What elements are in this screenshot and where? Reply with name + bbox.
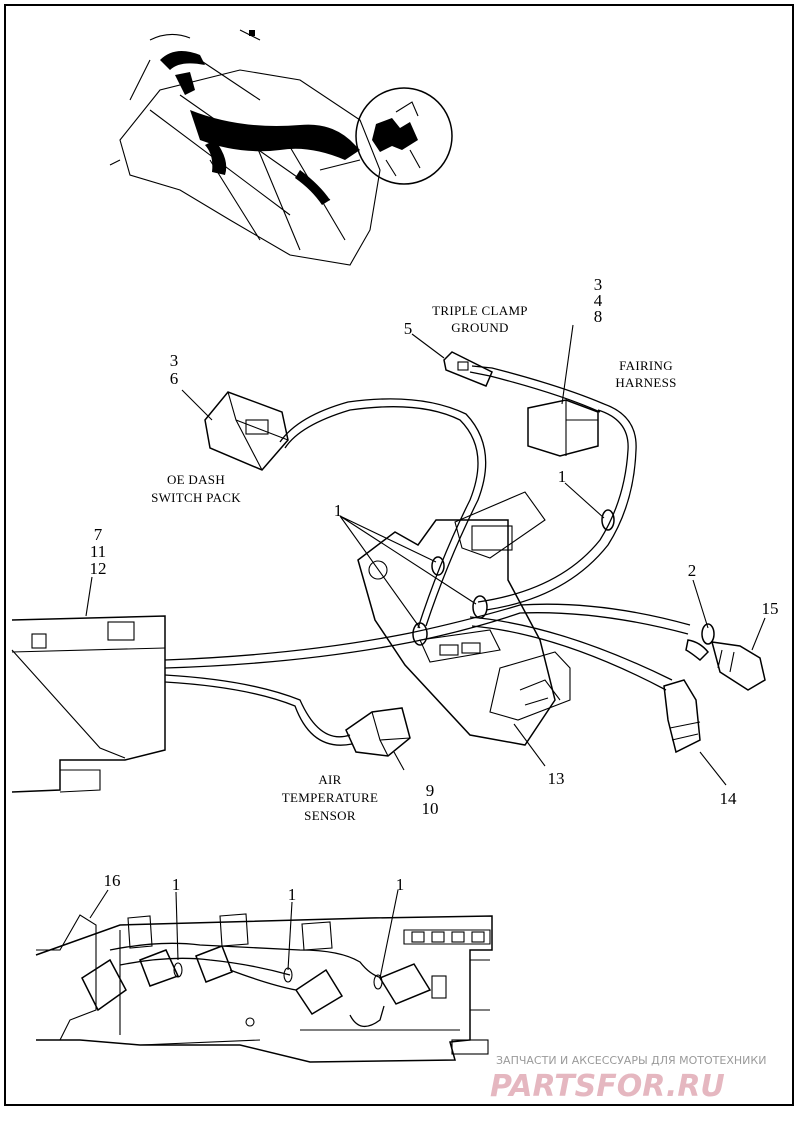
mounting-bracket bbox=[357, 491, 571, 746]
overview-frame-sketch bbox=[109, 29, 453, 266]
callout-2: 2 bbox=[688, 561, 697, 580]
text-labels: TRIPLE CLAMP GROUND FAIRING HARNESS OE D… bbox=[151, 303, 676, 823]
cable-ties bbox=[412, 509, 715, 646]
callout-1-upper: 1 bbox=[558, 467, 567, 486]
air-temp-label-line1: AIR bbox=[318, 772, 341, 787]
air-temp-label-line3: SENSOR bbox=[304, 808, 356, 823]
watermark-tagline: ЗАПЧАСТИ И АКСЕССУАРЫ ДЛЯ МОТОТЕХНИКИ bbox=[496, 1054, 766, 1067]
triple-clamp-label-line2: GROUND bbox=[451, 320, 508, 335]
callout-6: 6 bbox=[170, 369, 179, 388]
fairing-harness-label-line1: FAIRING bbox=[619, 358, 673, 373]
callout-1-middle: 1 bbox=[334, 501, 343, 520]
callout-9: 9 bbox=[426, 781, 435, 800]
callout-3: 3 bbox=[594, 275, 603, 294]
fairing-harness-label-line2: HARNESS bbox=[615, 375, 676, 390]
fairing-panel bbox=[11, 615, 166, 793]
connectors bbox=[204, 351, 766, 757]
callout-1-bottom-right: 1 bbox=[396, 875, 405, 894]
watermark: ЗАПЧАСТИ И АКСЕССУАРЫ ДЛЯ МОТОТЕХНИКИ PA… bbox=[490, 1054, 766, 1104]
bottom-detail-view bbox=[35, 913, 493, 1063]
watermark-logo-text: PARTSFOR.RU bbox=[490, 1069, 725, 1104]
leader-lines bbox=[85, 324, 766, 979]
oe-dash-label-line1: OE DASH bbox=[167, 472, 225, 487]
air-temp-label-line2: TEMPERATURE bbox=[282, 790, 378, 805]
callout-10: 10 bbox=[422, 799, 439, 818]
triple-clamp-label-line1: TRIPLE CLAMP bbox=[432, 303, 528, 318]
callout-4: 4 bbox=[594, 291, 603, 310]
callout-numbers: 3 4 8 5 3 6 1 1 7 11 12 2 15 13 14 9 10 … bbox=[90, 275, 779, 904]
callout-16: 16 bbox=[104, 871, 121, 890]
callout-5: 5 bbox=[404, 319, 413, 338]
callout-3-dash: 3 bbox=[170, 351, 179, 370]
harness-wires bbox=[164, 365, 691, 746]
callout-13: 13 bbox=[548, 769, 565, 788]
callout-8: 8 bbox=[594, 307, 603, 326]
callout-7: 7 bbox=[94, 525, 103, 544]
callout-12: 12 bbox=[90, 559, 107, 578]
oe-dash-label-line2: SWITCH PACK bbox=[151, 490, 241, 505]
callout-11: 11 bbox=[90, 542, 106, 561]
callout-15: 15 bbox=[762, 599, 779, 618]
callout-1-bottom-middle: 1 bbox=[288, 885, 297, 904]
callout-1-bottom-left: 1 bbox=[172, 875, 181, 894]
diagram-border bbox=[4, 4, 794, 1106]
callout-14: 14 bbox=[720, 789, 738, 808]
